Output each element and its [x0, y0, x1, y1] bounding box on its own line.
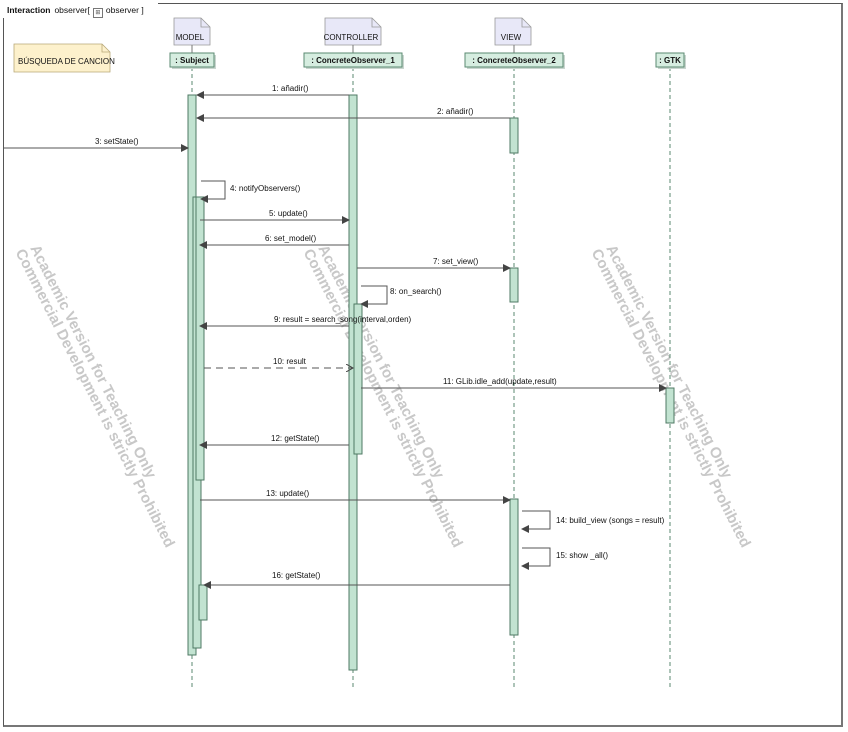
message-9: 9: result = search_song(interval,orden) [199, 315, 412, 330]
note-fold [101, 44, 110, 53]
stereotype-note-fold [371, 18, 381, 28]
stereotype-note-text: VIEW [501, 33, 522, 42]
lifeline-name: : GTK [659, 56, 681, 65]
message-label: 2: añadir() [437, 107, 474, 116]
message-label: 15: show _all() [556, 551, 608, 560]
lifeline-head [169, 52, 215, 68]
message-label: 9: result = search_song(interval,orden) [274, 315, 412, 324]
message-6: 6: set_model() [199, 234, 349, 249]
message-label: 3: setState() [95, 137, 139, 146]
message-label: 7: set_view() [433, 257, 479, 266]
lifeline-name: : ConcreteObserver_1 [311, 56, 395, 65]
message-12: 12: getState() [199, 434, 349, 449]
message-1: 1: añadir() [196, 84, 349, 99]
message-2: 2: añadir() [196, 107, 510, 122]
self-message-arrow [200, 180, 226, 203]
watermark-line-1: Academic Version for Teaching Only [602, 242, 735, 482]
message-3: 3: setState() [4, 137, 189, 152]
activation-bar-view [509, 117, 519, 154]
self-message-arrow [521, 510, 551, 533]
note-busqueda-de-cancion: BÚSQUEDA DE CANCION [13, 43, 115, 73]
activation-bar-view [509, 498, 519, 636]
stereotype-note-text: CONTROLLER [324, 33, 379, 42]
stereotype-note-fold [200, 18, 210, 28]
interaction-frame [3, 3, 843, 727]
message-10: 10: result [204, 357, 353, 368]
activation-bar-model [198, 584, 208, 621]
watermark: Academic Version for Teaching OnlyCommer… [12, 242, 178, 550]
watermark-line-1: Academic Version for Teaching Only [314, 242, 447, 482]
self-message-arrow [360, 285, 388, 308]
message-label: 8: on_search() [390, 287, 442, 296]
message-label: 6: set_model() [265, 234, 316, 243]
message-label: 11: GLib.idle_add(update,result) [443, 377, 557, 386]
lifeline-head [303, 52, 403, 68]
message-label: 14: build_view (songs = result) [556, 516, 665, 525]
message-label: 1: añadir() [272, 84, 309, 93]
message-label: 10: result [273, 357, 307, 366]
message-5: 5: update() [200, 209, 350, 224]
message-4: 4: notifyObservers() [200, 180, 301, 203]
message-label: 13: update() [266, 489, 309, 498]
lifeline-controller: CONTROLLER : ConcreteObserver_1 [303, 17, 404, 688]
message-14: 14: build_view (songs = result) [521, 510, 665, 533]
message-11: 11: GLib.idle_add(update,result) [361, 377, 667, 392]
message-label: 5: update() [269, 209, 308, 218]
message-label: 4: notifyObservers() [230, 184, 301, 193]
watermark: Academic Version for Teaching OnlyCommer… [588, 242, 754, 550]
lifeline-head [464, 52, 564, 68]
lifeline-name: : Subject [175, 56, 209, 65]
note-shape [13, 43, 111, 73]
lifeline-name: : ConcreteObserver_2 [472, 56, 556, 65]
activation-bar-model [195, 196, 205, 481]
sequence-diagram-icon: ⊞ [92, 8, 103, 18]
watermark-line-2: Commercial Development is strictly Prohi… [12, 246, 178, 550]
lifeline-gtk: : GTK [655, 52, 686, 688]
message-15: 15: show _all() [521, 547, 608, 570]
activation-bar-controller [353, 303, 363, 455]
activation-bar-gtk [665, 387, 675, 424]
note-text: BÚSQUEDA DE CANCION [18, 57, 115, 66]
self-message-arrow [521, 547, 551, 570]
message-13: 13: update() [200, 489, 511, 504]
message-label: 12: getState() [271, 434, 320, 443]
message-7: 7: set_view() [357, 257, 511, 272]
message-label: 16: getState() [272, 571, 321, 580]
message-8: 8: on_search() [360, 285, 442, 308]
activation-bar-view [509, 267, 519, 303]
watermark-line-1: Academic Version for Teaching Only [26, 242, 159, 482]
frame-keyword: Interaction [7, 5, 51, 15]
stereotype-note [324, 17, 382, 46]
message-16: 16: getState() [203, 571, 510, 589]
frame-name: observer [54, 5, 88, 15]
frame-ref-name: observer [105, 5, 139, 15]
stereotype-note-text: MODEL [176, 33, 205, 42]
lifeline-head [655, 52, 685, 68]
stereotype-note-fold [521, 18, 531, 28]
lifeline-view: VIEW : ConcreteObserver_2 [464, 17, 565, 688]
